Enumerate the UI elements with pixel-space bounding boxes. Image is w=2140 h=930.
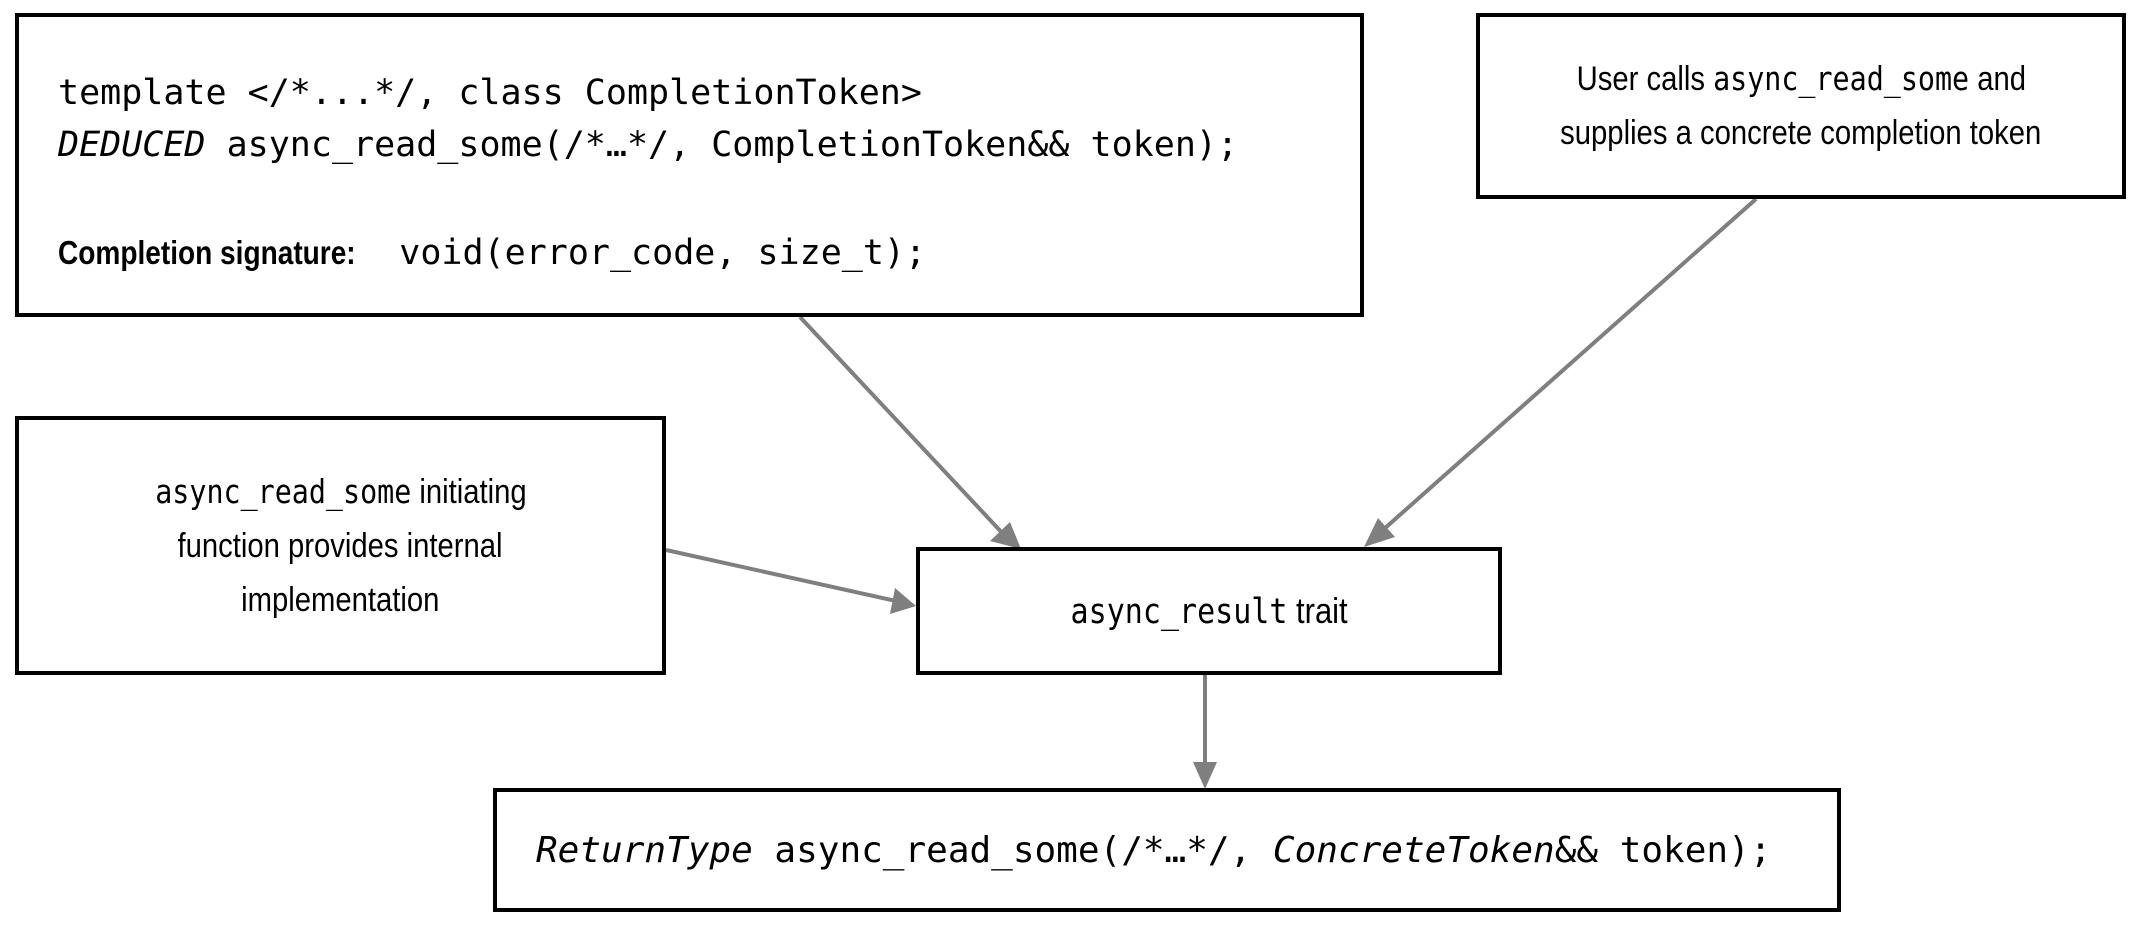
completion-signature-code: void(error_code, size_t);	[399, 233, 927, 273]
user-calls-line2: supplies a concrete completion token	[1560, 114, 2042, 152]
init-text1: initiating	[410, 472, 527, 511]
init-line2: function provides internal	[177, 526, 504, 565]
return-type-box: ReturnType async_read_some(/*…*/, Concre…	[493, 788, 1841, 912]
trait-text: trait	[1287, 590, 1348, 631]
init-code: async_read_some	[154, 471, 411, 511]
initiating-function-box: async_read_some initiating function prov…	[15, 416, 666, 675]
init-line1: async_read_some initiating	[155, 465, 526, 519]
user-calls-line1: User calls async_read_some and	[1576, 52, 2025, 106]
arrow-user-to-trait	[1364, 197, 1758, 547]
user-calls-and: and	[1968, 60, 2026, 98]
return-signature-end: && token);	[1554, 829, 1772, 871]
concrete-token-keyword: ConcreteToken	[1272, 829, 1555, 871]
user-calls-code: async_read_some	[1712, 59, 1969, 98]
completion-signature-line: Completion signature: void(error_code, s…	[58, 227, 1360, 279]
init-line3: implementation	[241, 580, 440, 619]
deduced-line: DEDUCED async_read_some(/*…*/, Completio…	[58, 119, 1360, 171]
trait-code: async_result	[1070, 592, 1288, 632]
return-signature-mid: async_read_some(/*…*/,	[752, 829, 1273, 871]
arrow-template-to-trait	[798, 315, 1021, 549]
arrow-init-to-trait	[665, 548, 916, 614]
user-calls-text: User calls	[1576, 60, 1713, 98]
user-calls-box: User calls async_read_some and supplies …	[1476, 13, 2126, 199]
trait-label: async_result trait	[1070, 590, 1347, 632]
template-line: template </*...*/, class CompletionToken…	[58, 73, 922, 113]
deduced-keyword: DEDUCED	[58, 125, 206, 165]
completion-signature-label: Completion signature:	[58, 234, 356, 271]
async-result-trait-box: async_result trait	[916, 547, 1502, 675]
deduced-signature: async_read_some(/*…*/, CompletionToken&&…	[205, 125, 1239, 165]
arrow-trait-to-return	[1193, 675, 1217, 789]
return-type-keyword: ReturnType	[536, 829, 753, 871]
template-declaration-box: template </*...*/, class CompletionToken…	[15, 13, 1364, 317]
